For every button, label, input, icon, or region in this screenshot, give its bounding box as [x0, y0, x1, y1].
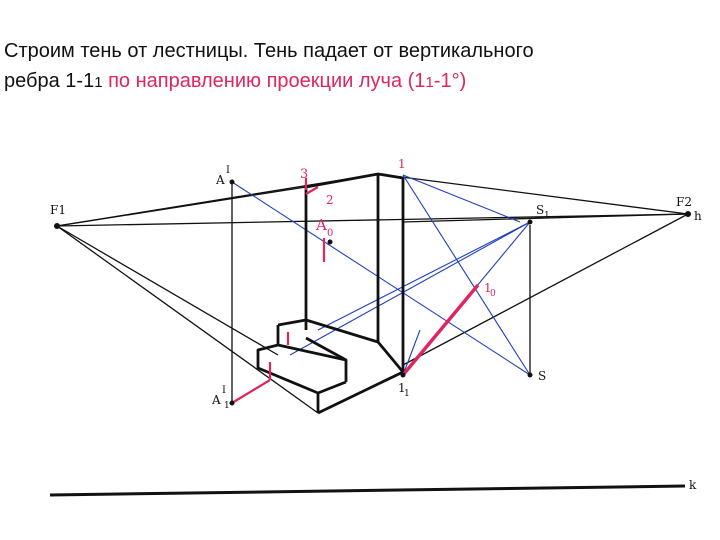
label-f1: F1	[50, 203, 66, 217]
caption-line-2-sub: 1	[94, 74, 103, 91]
line-f1-back	[56, 186, 307, 227]
label-k: k	[689, 478, 697, 492]
point-a0	[327, 239, 333, 245]
label-a: A	[215, 173, 225, 187]
point-f2	[685, 211, 691, 217]
caption-line-2: ребра 1-11 по направлению проекции луча …	[4, 66, 716, 98]
ground-line-k	[49, 484, 686, 497]
wall-base	[317, 341, 405, 415]
line-base-f2	[402, 213, 689, 366]
label-a1: A	[211, 393, 221, 407]
step-top-upper	[277, 318, 379, 344]
horizon-line	[56, 213, 689, 227]
label-point-3: 3	[300, 167, 308, 182]
label-1-zero: 1	[484, 281, 492, 295]
ray-step-s1	[317, 221, 531, 331]
label-a-prime: I	[226, 165, 230, 176]
label-1-bottom: 1	[398, 381, 406, 395]
staircase	[256, 172, 405, 415]
line-mid-f2	[402, 213, 689, 223]
step-profile	[256, 325, 320, 413]
label-1-bottom-sub: 1	[404, 389, 410, 399]
caption-line-2-black: ребра 1-1	[4, 70, 95, 92]
wall-top	[305, 172, 404, 189]
caption-line-2-red-b: -1°)	[433, 70, 467, 92]
label-s1-sub: 1	[544, 211, 550, 221]
label-a0: A	[315, 216, 327, 234]
line-f1-step	[56, 225, 279, 356]
caption-line-2-red-a: по направлению проекции луча (1	[102, 70, 426, 92]
ray-top-s1	[402, 174, 521, 223]
point-a1	[229, 400, 235, 406]
construction-lines	[49, 173, 689, 497]
point-1-1	[400, 372, 406, 378]
caption-line-1: Строим тень от лестницы. Тень падает от …	[4, 40, 534, 62]
label-a0-sub: 0	[327, 228, 333, 239]
ray-step2-s1	[289, 221, 531, 356]
caption: Строим тень от лестницы. Тень падает от …	[4, 36, 716, 98]
caption-line-2-red-sub: 1	[425, 74, 434, 91]
label-h: h	[694, 209, 702, 223]
label-a1-prime: I	[222, 385, 226, 396]
shadow-2	[305, 186, 319, 195]
label-f2: F2	[676, 195, 692, 209]
line-f1-base	[56, 225, 319, 414]
line-top-f2	[377, 173, 689, 215]
point-s1	[527, 219, 533, 225]
label-s: S	[538, 369, 546, 383]
step-front	[317, 380, 347, 395]
ray-short	[402, 329, 421, 376]
shadow-a1	[231, 379, 271, 404]
label-s1: S	[536, 203, 544, 217]
label-1-top: 1	[398, 157, 406, 171]
label-point-2: 2	[326, 193, 334, 207]
shadow-1-10	[401, 283, 480, 377]
step-top-lower	[277, 343, 348, 382]
point-f1	[54, 223, 60, 229]
point-a	[229, 179, 235, 185]
points	[54, 179, 691, 406]
point-s	[527, 372, 533, 378]
label-1-zero-sub: 0	[490, 289, 496, 299]
shadow-lines	[231, 178, 480, 404]
step-mid	[305, 336, 347, 362]
ray-a-s	[231, 181, 531, 376]
label-a1-sub: 1	[224, 401, 230, 411]
ray-top-s	[402, 174, 531, 376]
